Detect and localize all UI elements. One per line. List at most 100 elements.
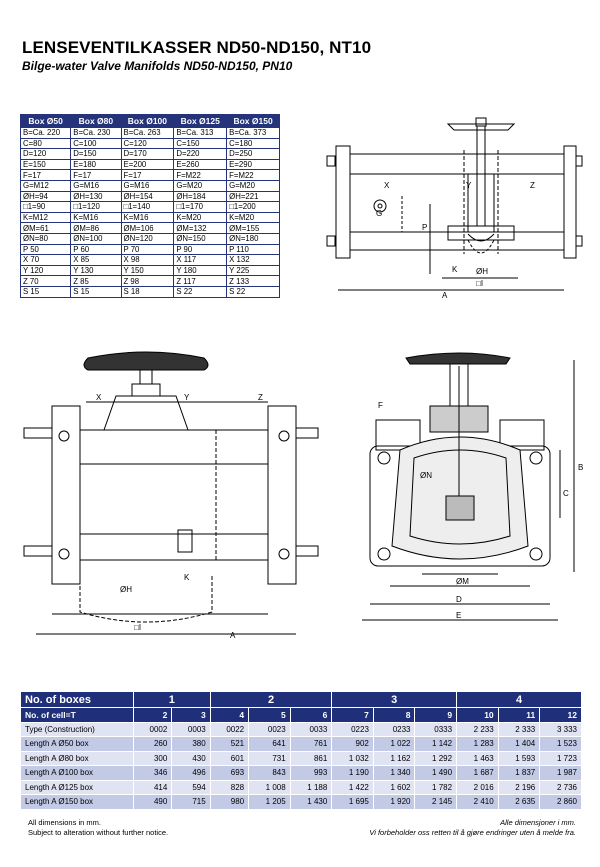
footer-alteration-note: Subject to alteration without further no…: [28, 827, 169, 837]
label-k: K: [452, 265, 458, 274]
dimension-column-header: Box Ø150: [226, 114, 280, 128]
dimension-cell: C=180: [226, 137, 280, 150]
length-row-label: Length A Ø80 box: [20, 750, 134, 766]
length-cell: 2 410: [456, 794, 499, 810]
dimension-cell: Y 180: [173, 264, 228, 277]
label-oh-left: ØH: [120, 585, 132, 594]
dimension-cell: K=M12: [19, 211, 72, 224]
dimension-cell: E=150: [19, 158, 72, 171]
dimension-cell: E=200: [120, 158, 175, 171]
length-cell: 1 008: [248, 779, 291, 795]
valve-cross-section-drawing: F ØN C B ØM D E: [362, 352, 583, 621]
dimension-cell: □1=90: [19, 201, 72, 213]
length-row-label: Length A Ø50 box: [20, 736, 134, 752]
dimension-cell: F=M22: [173, 169, 228, 181]
length-cell: 1 837: [497, 765, 541, 781]
length-cell: 641: [248, 736, 291, 752]
dimension-cell: S 22: [173, 285, 228, 298]
dimension-cell: Z 98: [120, 275, 175, 287]
dimension-column-header: Box Ø80: [70, 114, 122, 128]
label-y: Y: [466, 181, 472, 190]
dimension-cell: B=Ca. 263: [120, 127, 175, 139]
length-cell: 0223: [331, 721, 374, 737]
dimension-cell: D=250: [226, 148, 280, 160]
length-cell: 843: [248, 765, 291, 781]
length-cell: 0023: [248, 721, 291, 737]
length-cell: 1 162: [372, 750, 416, 766]
dimension-cell: X 117: [173, 254, 228, 266]
label-y-left: Y: [184, 393, 190, 402]
length-cell: 346: [132, 765, 173, 781]
dimension-cell: ØH=94: [19, 190, 72, 203]
dimension-cell: C=120: [120, 137, 175, 150]
dimension-cell: B=Ca. 220: [19, 127, 72, 139]
dimension-cell: D=220: [173, 148, 228, 160]
length-cell: 1 695: [331, 794, 374, 810]
length-cell: 1 283: [456, 736, 499, 752]
dimension-cell: ØM=86: [70, 222, 122, 234]
dimension-cell: P 60: [70, 243, 122, 256]
dimension-cell: P 90: [173, 243, 228, 256]
label-f: F: [378, 401, 383, 410]
cell-count-header: 10: [456, 707, 499, 723]
dimension-cell: Z 70: [19, 275, 72, 287]
dimension-cell: ØN=100: [70, 232, 122, 245]
dimension-cell: ØH=154: [120, 190, 175, 203]
length-row-label: Length A Ø100 box: [20, 765, 134, 781]
length-cell: 380: [171, 736, 211, 752]
length-cell: 0002: [132, 721, 173, 737]
length-cell: 1 142: [414, 736, 458, 752]
dimension-cell: P 110: [226, 243, 280, 256]
dimension-cell: E=290: [226, 158, 280, 171]
dimension-cell: E=260: [173, 158, 228, 171]
length-cell: 1 190: [331, 765, 374, 781]
length-cell: 594: [171, 779, 211, 795]
label-a-left: A: [230, 631, 236, 640]
footer-dimensjoner-note: Alle dimensjoner i mm.: [500, 818, 576, 827]
label-p: P: [422, 223, 427, 232]
dimension-cell: G=M16: [120, 179, 175, 192]
length-cell: 902: [331, 736, 374, 752]
cell-count-header: 2: [132, 707, 173, 723]
length-cell: 0003: [171, 721, 211, 737]
length-cell: 3 333: [539, 721, 582, 737]
group-header-1: 1: [132, 691, 211, 708]
dimension-row: □1=90□1=120□1=140□1=170□1=200: [19, 201, 280, 213]
length-table-group-row: No. of boxes 1 2 3 4: [20, 691, 582, 708]
length-cell: 521: [209, 736, 250, 752]
dimension-cell: P 50: [19, 243, 72, 256]
dimension-cell: Y 150: [120, 264, 175, 277]
label-i-left: □I: [134, 623, 141, 632]
dimension-cell: S 22: [226, 285, 280, 298]
dimension-cell: ØM=132: [173, 222, 228, 234]
length-cell: 1 723: [539, 750, 582, 766]
length-cell: 1 920: [372, 794, 416, 810]
page-subtitle: Bilge-water Valve Manifolds ND50-ND150, …: [22, 59, 293, 73]
page-title: LENSEVENTILKASSER ND50-ND150, NT10: [22, 38, 372, 57]
dimension-cell: B=Ca. 373: [226, 127, 280, 139]
dimension-cell: ØN=150: [173, 232, 228, 245]
dimension-cell: ØN=80: [19, 232, 72, 245]
label-e: E: [456, 611, 461, 620]
dimension-cell: B=Ca. 313: [173, 127, 228, 139]
length-cell: 980: [209, 794, 250, 810]
cell-count-header: 5: [248, 707, 291, 723]
dimension-cell: X 98: [120, 254, 175, 266]
dimension-cell: Y 120: [19, 264, 72, 277]
dimension-cell: ØH=221: [226, 190, 280, 203]
length-cell: 1 782: [414, 779, 458, 795]
length-cell: 2 635: [497, 794, 541, 810]
length-cell: 601: [209, 750, 250, 766]
dimension-cell: D=170: [120, 148, 175, 160]
dimension-cell: ØH=130: [70, 190, 122, 203]
